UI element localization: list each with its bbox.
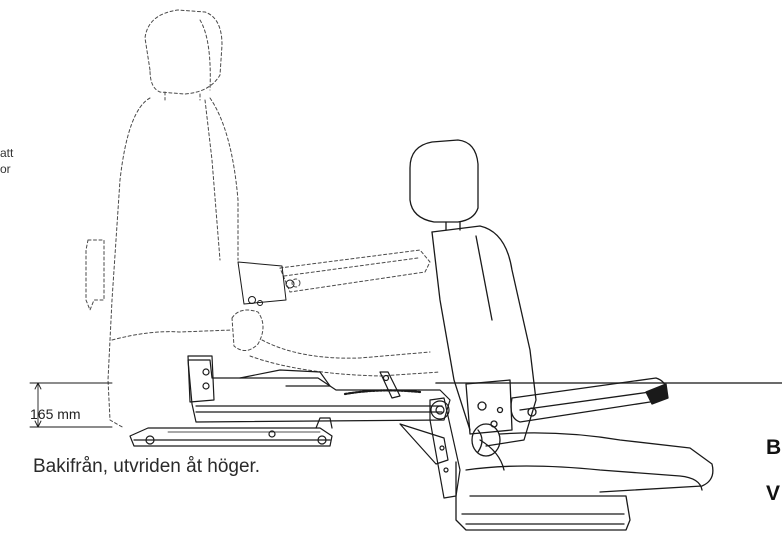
swivelled-seat bbox=[409, 139, 714, 531]
edge-letter-b: B bbox=[766, 436, 782, 459]
ghost-arm-pivot bbox=[237, 261, 295, 306]
height-dimension bbox=[29, 382, 113, 428]
side-note-fragment-1: att bbox=[0, 146, 14, 160]
ghost-seat-outline bbox=[85, 9, 441, 429]
dimension-label: 165 mm bbox=[30, 406, 81, 422]
base-mechanism bbox=[129, 355, 451, 447]
side-note-fragment-2: or bbox=[0, 162, 11, 176]
view-caption: Bakifrån, utvriden åt höger. bbox=[33, 456, 261, 477]
swivel-arm bbox=[399, 397, 461, 499]
edge-letter-v: V bbox=[766, 482, 781, 505]
